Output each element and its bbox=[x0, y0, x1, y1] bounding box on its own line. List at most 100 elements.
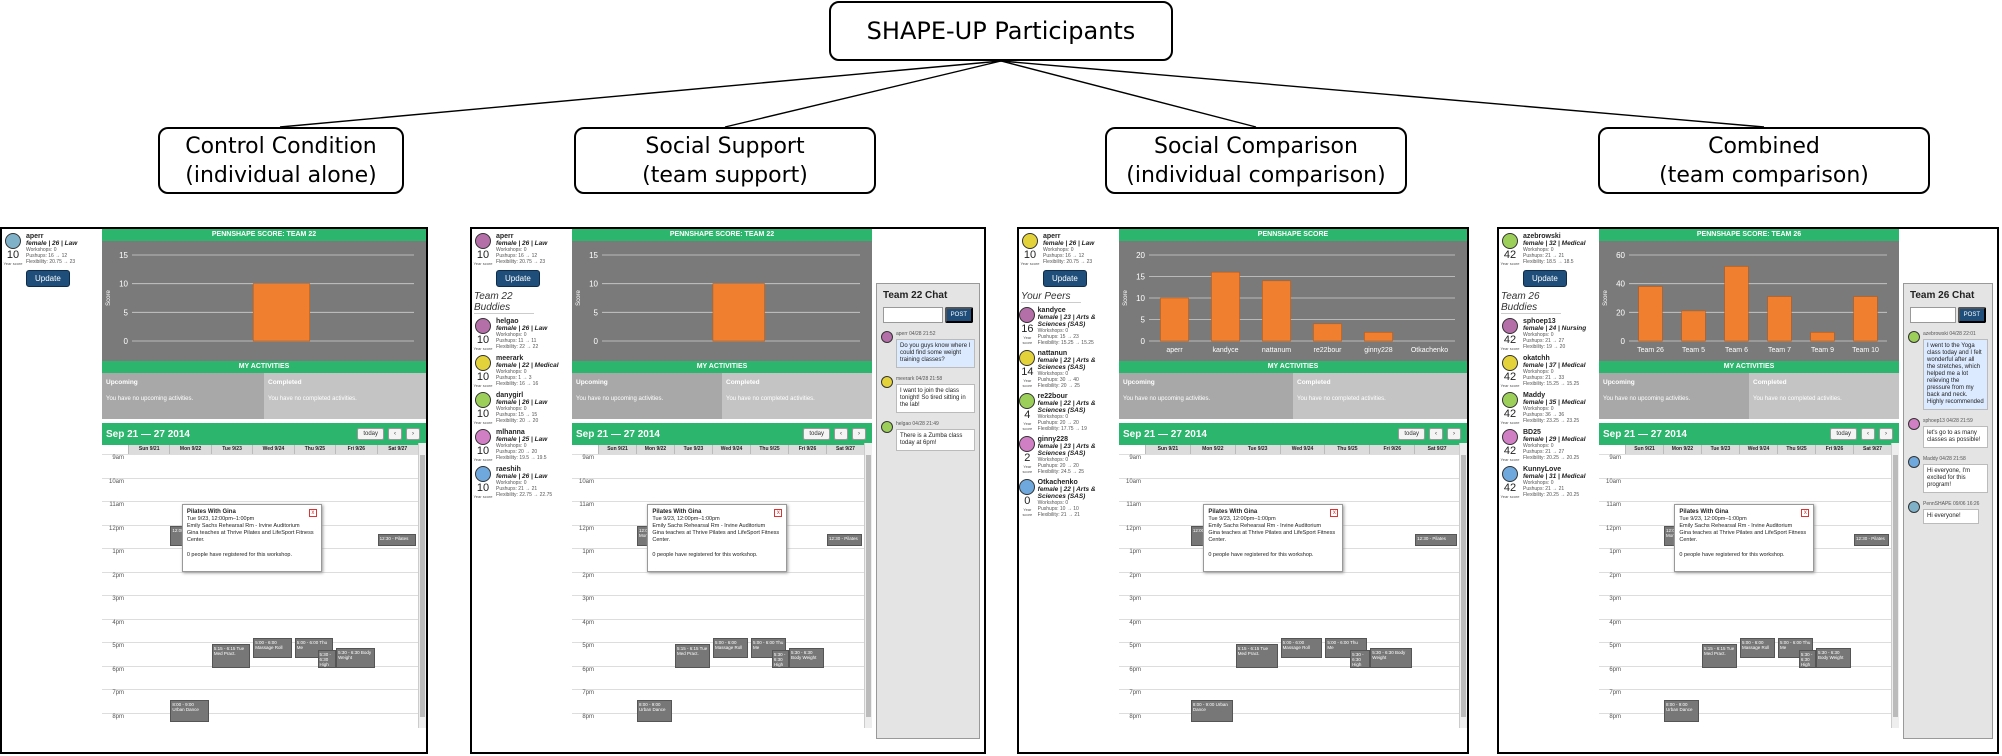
prev-week-button[interactable]: ‹ bbox=[1429, 428, 1443, 440]
person-name[interactable]: meerark bbox=[496, 355, 524, 362]
year-score-label: Year score bbox=[1022, 507, 1033, 517]
today-button[interactable]: today bbox=[357, 428, 384, 440]
calendar-scrollbar[interactable] bbox=[418, 443, 426, 728]
calendar-event[interactable]: 5:30 - 6:30 High bbox=[1798, 650, 1816, 668]
calendar-event[interactable]: 5:15 - 6:15 Tue Med Pract. bbox=[1702, 644, 1737, 668]
person-name[interactable]: okatchh bbox=[1523, 355, 1550, 362]
person-name[interactable]: helgao bbox=[496, 318, 519, 325]
today-button[interactable]: today bbox=[1830, 428, 1857, 440]
scrollbar-thumb[interactable] bbox=[1893, 455, 1898, 717]
calendar-event[interactable]: 5:00 - 6:00 Massage Roll bbox=[1280, 638, 1323, 658]
completed-text: You have no completed activities. bbox=[268, 396, 357, 402]
hour-label: 9am bbox=[582, 455, 594, 461]
calendar-event[interactable]: 5:30 - 6:30 Body Weight bbox=[1370, 648, 1413, 668]
avatar bbox=[475, 233, 491, 249]
calendar-event[interactable]: 5:30 - 6:30 High bbox=[1350, 650, 1371, 668]
calendar-event[interactable]: 5:15 - 6:15 Tue Med Pract. bbox=[675, 644, 710, 668]
hour-label: 7pm bbox=[1129, 690, 1141, 696]
person-name[interactable]: BD25 bbox=[1523, 429, 1541, 436]
prev-week-button[interactable]: ‹ bbox=[1861, 428, 1875, 440]
post-button[interactable]: POST bbox=[944, 307, 973, 323]
next-week-button[interactable]: › bbox=[1447, 428, 1461, 440]
next-week-button[interactable]: › bbox=[1879, 428, 1893, 440]
pushups-stat: Pushups: 21 → 21 bbox=[1523, 486, 1565, 492]
condition-node-control: Control Condition (individual alone) bbox=[158, 127, 404, 194]
calendar-event[interactable]: 5:30 - 6:30 Body Weight bbox=[789, 648, 824, 668]
message-user: Maddy bbox=[1923, 456, 1939, 462]
calendar-event[interactable]: 12:30 - Pilates bbox=[1854, 534, 1889, 546]
day-header: Wed 9/24 bbox=[712, 445, 750, 454]
person-name[interactable]: nattanun bbox=[1037, 350, 1068, 357]
close-icon[interactable]: x bbox=[308, 509, 317, 517]
close-icon[interactable]: x bbox=[1330, 509, 1339, 517]
scrollbar-thumb[interactable] bbox=[1461, 455, 1466, 717]
chat-input[interactable] bbox=[1910, 307, 1956, 323]
calendar-scrollbar[interactable] bbox=[1459, 443, 1467, 728]
next-week-button[interactable]: › bbox=[852, 428, 866, 440]
calendar-event[interactable]: 5:15 - 6:15 Tue Med Pract. bbox=[1235, 644, 1278, 668]
completed-label: Completed bbox=[1753, 379, 1787, 386]
person-name[interactable]: aperr bbox=[26, 233, 44, 240]
calendar-event[interactable]: 8:00 - 9:00 Urban Dance bbox=[637, 700, 672, 722]
close-icon[interactable]: x bbox=[774, 509, 783, 517]
person-name[interactable]: KunnyLove bbox=[1523, 466, 1562, 473]
person-name[interactable]: mlhanna bbox=[496, 429, 525, 436]
calendar-event[interactable]: 8:00 - 9:00 Urban Dance bbox=[1664, 700, 1699, 722]
today-button[interactable]: today bbox=[803, 428, 830, 440]
calendar-event[interactable]: 5:15 - 6:15 Tue Med Pract. bbox=[211, 644, 251, 668]
prev-week-button[interactable]: ‹ bbox=[834, 428, 848, 440]
next-week-button[interactable]: › bbox=[406, 428, 420, 440]
person-name[interactable]: sphoep13 bbox=[1523, 318, 1556, 325]
person-name[interactable]: ginny228 bbox=[1037, 436, 1069, 443]
person-name[interactable]: Maddy bbox=[1523, 392, 1546, 399]
calendar-event[interactable]: 12:30 - Pilates bbox=[377, 534, 416, 546]
person-name[interactable]: raeshih bbox=[496, 466, 521, 473]
update-button[interactable]: Update bbox=[1523, 270, 1567, 287]
bar bbox=[1262, 280, 1291, 342]
person-name[interactable]: aperr bbox=[1043, 233, 1061, 240]
calendar-event[interactable]: 12:30 - Pilates bbox=[827, 534, 862, 546]
calendar-event[interactable]: 5:00 - 6:00 Massage Roll bbox=[713, 638, 748, 658]
close-icon[interactable]: x bbox=[1801, 509, 1810, 517]
prev-week-button[interactable]: ‹ bbox=[388, 428, 402, 440]
flexibility-stat: Flexibility: 20.75 → 23 bbox=[26, 259, 76, 265]
person-name[interactable]: danygirl bbox=[496, 392, 524, 399]
hour-row: 6pm bbox=[1119, 665, 1459, 689]
calendar-event[interactable]: 5:30 - 6:30 Body Weight bbox=[336, 648, 375, 668]
calendar-event[interactable]: 5:30 - 6:30 Body Weight bbox=[1816, 648, 1851, 668]
person-name[interactable]: Otkachenko bbox=[1037, 479, 1078, 486]
person-name[interactable]: aperr bbox=[496, 233, 514, 240]
update-button[interactable]: Update bbox=[1043, 270, 1087, 287]
pushups-stat: Pushups: 11 → 11 bbox=[496, 338, 537, 344]
hour-row: 3pm bbox=[1119, 595, 1459, 618]
calendar-event[interactable]: 8:00 - 9:00 Urban Dance bbox=[170, 700, 209, 722]
year-score-label: Year score bbox=[1022, 378, 1033, 388]
scrollbar-thumb[interactable] bbox=[420, 455, 425, 717]
update-button[interactable]: Update bbox=[26, 270, 70, 287]
post-button[interactable]: POST bbox=[1957, 307, 1986, 323]
calendar-scrollbar[interactable] bbox=[1891, 443, 1899, 728]
person-demographics: female | 35 | Medical bbox=[1523, 399, 1586, 406]
chat-input[interactable] bbox=[883, 307, 943, 323]
person-name[interactable]: re22bour bbox=[1037, 393, 1068, 400]
bar bbox=[1160, 297, 1189, 342]
scrollbar-thumb[interactable] bbox=[866, 455, 871, 717]
update-button[interactable]: Update bbox=[496, 270, 540, 287]
today-button[interactable]: today bbox=[1398, 428, 1425, 440]
calendar-event[interactable]: 12:30 - Pilates bbox=[1415, 534, 1457, 546]
flexibility-stat: Flexibility: 18.5 → 18.5 bbox=[1523, 259, 1574, 265]
popup-time: Tue 9/23, 12:00pm–1:00pm bbox=[1679, 516, 1747, 522]
year-score-label: Year score bbox=[473, 420, 493, 425]
calendar-event[interactable]: 5:30 - 6:30 High bbox=[771, 650, 789, 668]
calendar-scrollbar[interactable] bbox=[864, 443, 872, 728]
calendar-event[interactable]: 5:00 - 6:00 Massage Roll bbox=[1740, 638, 1775, 658]
calendar-event[interactable]: 8:00 - 9:00 Urban Dance bbox=[1190, 700, 1233, 722]
person-name[interactable]: azebrowski bbox=[1523, 233, 1561, 240]
person-name[interactable]: kandyce bbox=[1037, 307, 1066, 314]
calendar-event[interactable]: 5:30 - 6:30 High bbox=[317, 650, 337, 668]
calendar-event[interactable]: 5:00 - 6:00 Massage Roll bbox=[253, 638, 292, 658]
